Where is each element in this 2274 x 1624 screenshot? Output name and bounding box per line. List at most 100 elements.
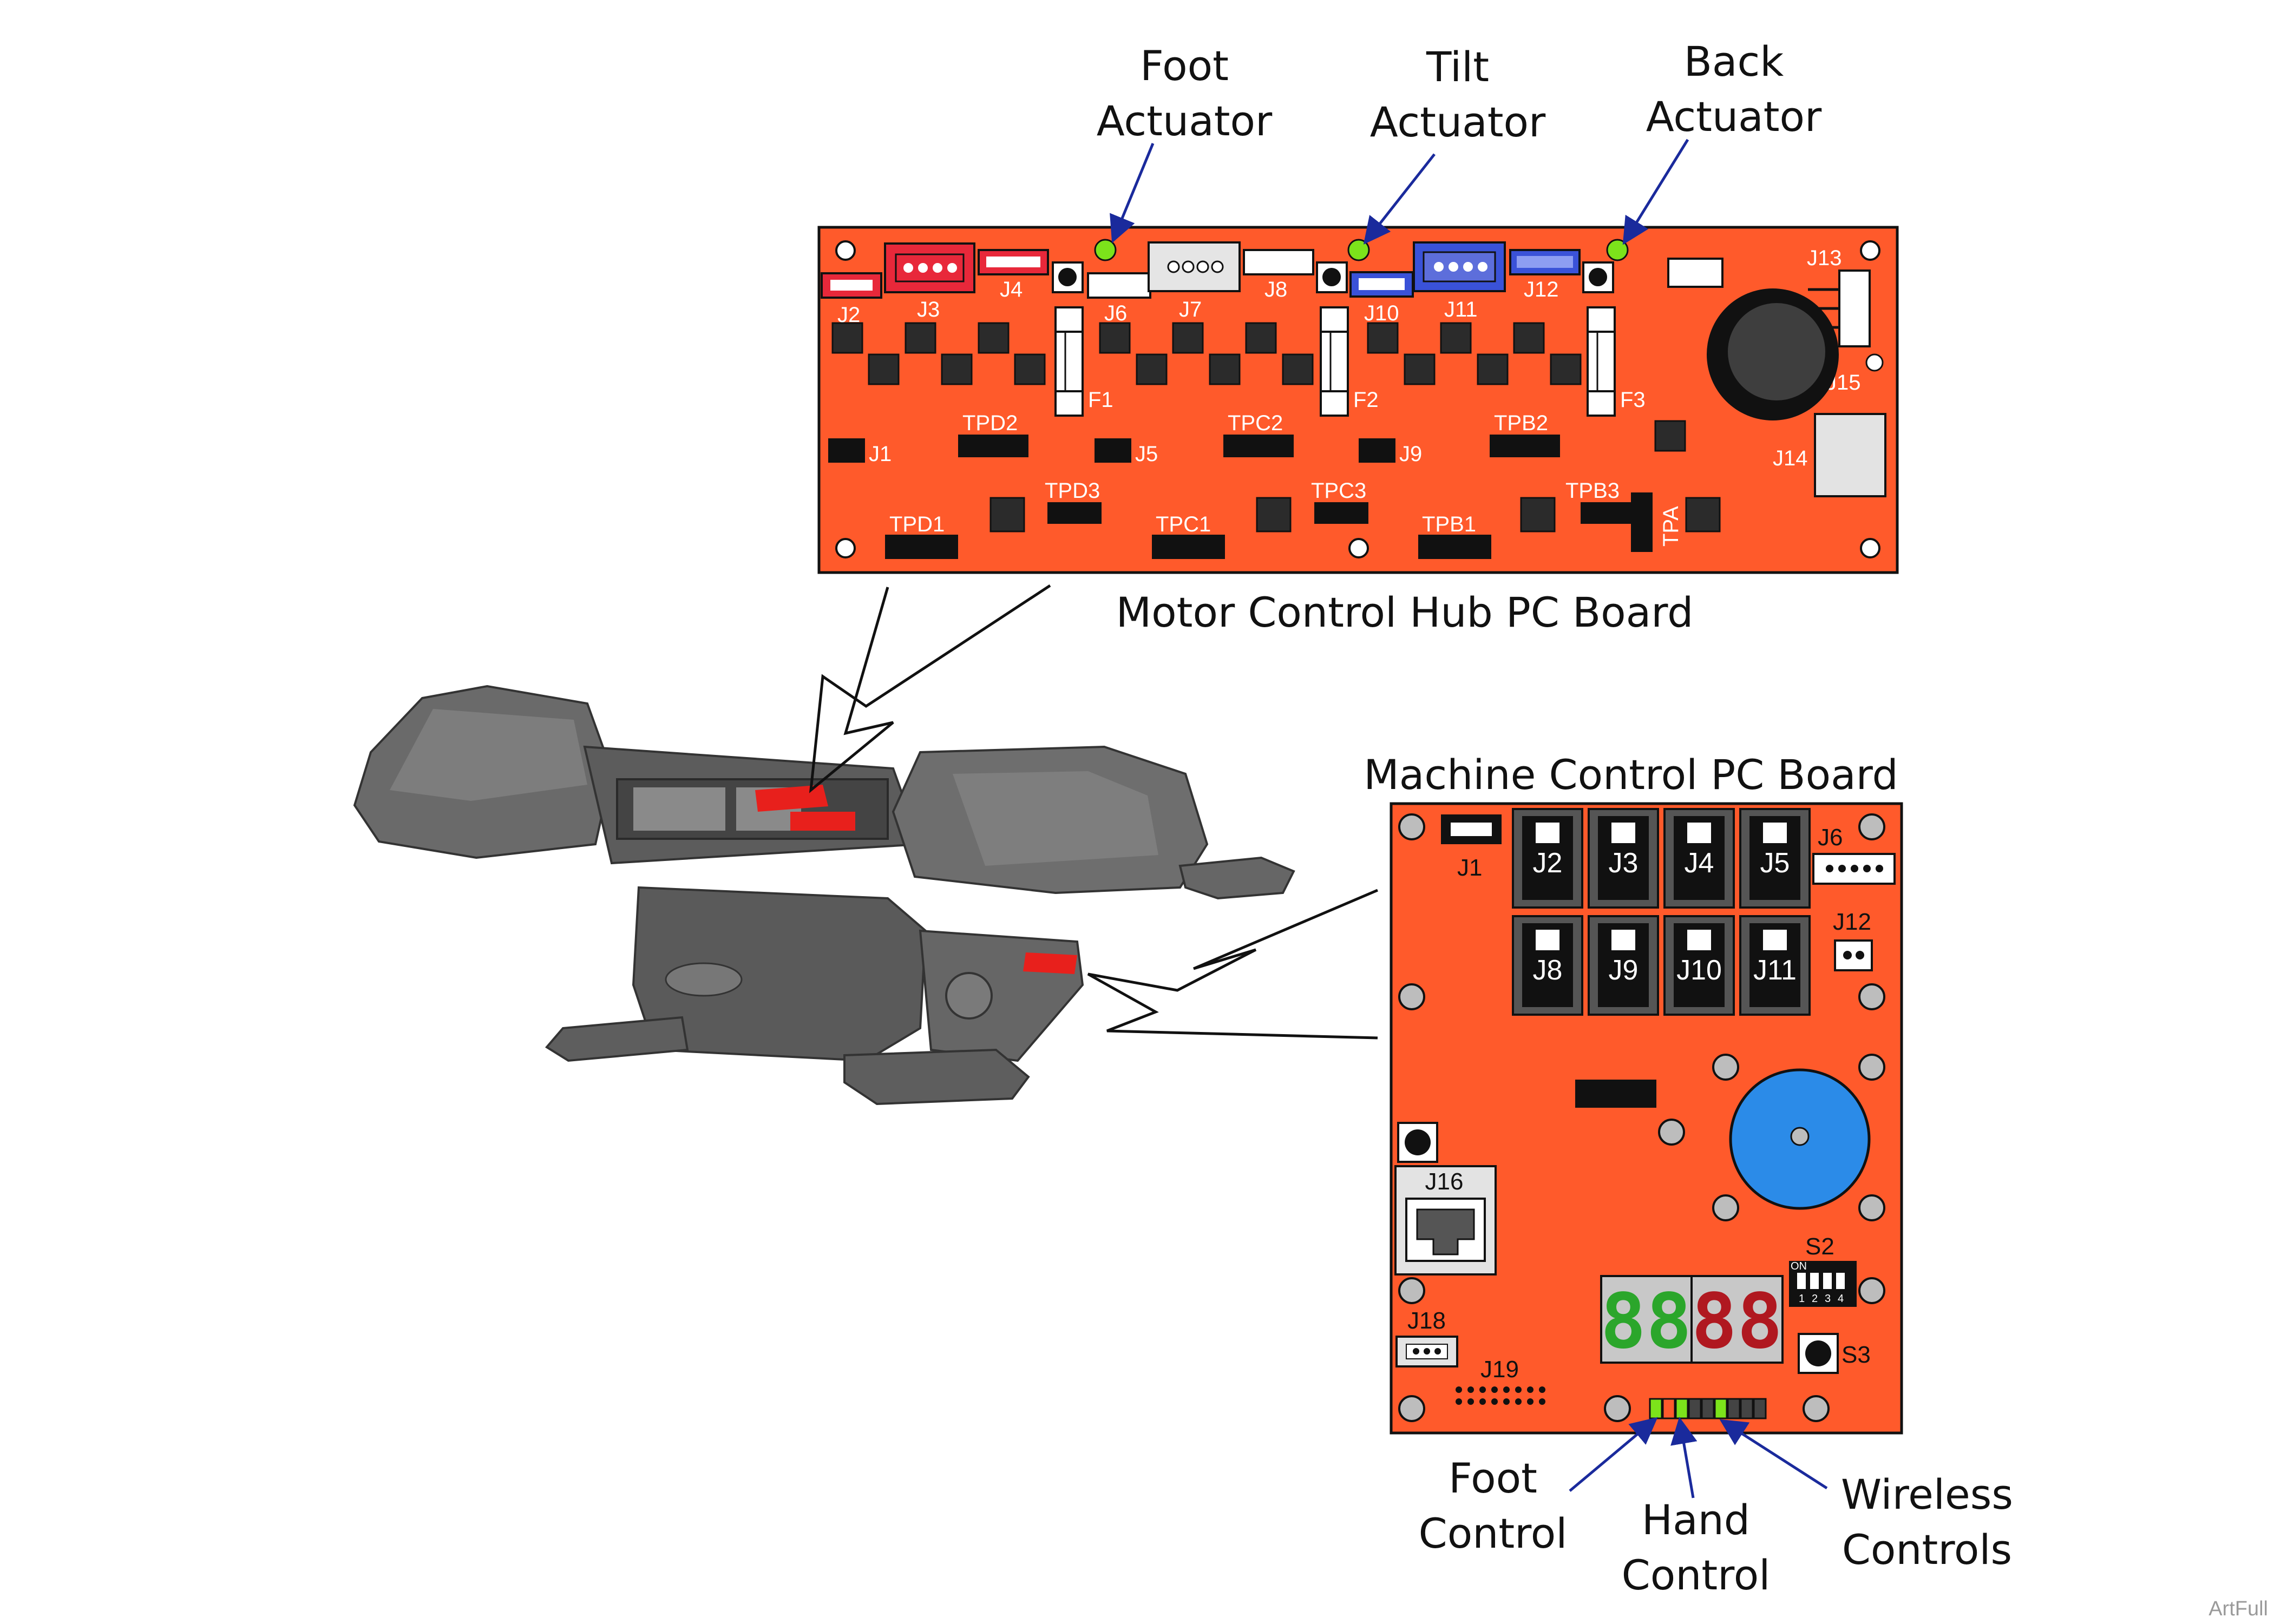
label-j4: J4 (1000, 278, 1023, 301)
callout-wireless-controls-line1: Wireless (1841, 1470, 2013, 1518)
dip-pos-3: 3 (1825, 1293, 1831, 1305)
callout-foot-actuator-line2: Actuator (1097, 97, 1273, 145)
connector-j14: J14 (1773, 413, 1886, 497)
motor-drive-knob (1707, 288, 1839, 420)
label-tpd3: TPD3 (1045, 479, 1100, 503)
machine-board-mounting-holes (1398, 813, 1885, 1422)
label-hdr-j1: J1 (869, 442, 892, 466)
callout-wireless-controls: Wireless Controls (1719, 1419, 2013, 1574)
label-f1: F1 (1088, 388, 1113, 412)
label-f3: F3 (1620, 388, 1646, 412)
machine-board-callouts: Foot Control Hand Control Wireless Contr… (1419, 1417, 2013, 1599)
dip-pos-4: 4 (1838, 1293, 1844, 1305)
fuse-f2: F2 (1320, 306, 1379, 417)
callout-back-actuator: Back Actuator (1622, 37, 1822, 245)
machine-board-title: Machine Control PC Board (1364, 751, 1898, 799)
callout-hand-control-line1: Hand (1642, 1496, 1750, 1544)
connector-j7: J7 (1148, 241, 1241, 321)
connector-mc-j1: J1 (1441, 814, 1502, 881)
label-j13: J13 (1807, 246, 1842, 270)
dip-pos-2: 2 (1812, 1293, 1818, 1305)
label-tpc2: TPC2 (1228, 411, 1283, 435)
mc-header (1575, 1080, 1656, 1108)
label-mc-j11: J11 (1753, 955, 1797, 986)
label-tpc1: TPC1 (1156, 512, 1211, 536)
callout-foot-control: Foot Control (1419, 1417, 1658, 1557)
connector-j8: J8 (1243, 249, 1314, 301)
callout-tilt-actuator: Tilt Actuator (1363, 43, 1546, 245)
label-j14: J14 (1773, 446, 1808, 470)
callout-foot-actuator-line1: Foot (1140, 42, 1229, 90)
label-mc-j18: J18 (1407, 1307, 1446, 1334)
label-mc-j5: J5 (1760, 847, 1790, 879)
label-tpd1: TPD1 (889, 512, 945, 536)
label-j8: J8 (1264, 278, 1287, 301)
connector-j13: J13 (1807, 246, 1871, 347)
label-mc-j2: J2 (1533, 847, 1563, 879)
label-mc-j12: J12 (1833, 909, 1871, 935)
headers (828, 435, 1653, 559)
machine-control-board: J1 J2 J3 J4 (1364, 751, 1903, 1435)
connector-j6: J6 (1087, 272, 1151, 325)
callout-tilt-actuator-line1: Tilt (1426, 43, 1489, 91)
label-mc-s3: S3 (1842, 1342, 1871, 1368)
label-tpd2: TPD2 (962, 411, 1018, 435)
connector-mc-j18: J18 (1395, 1307, 1458, 1367)
rj-jacks: J2 J3 J4 J5 J8 J9 J10 J11 (1512, 808, 1811, 1016)
label-mc-j3: J3 (1609, 847, 1639, 879)
pushbutton-mc-1 (1397, 1122, 1438, 1163)
label-tpa: TPA (1659, 506, 1683, 547)
chair-base-illustration (353, 685, 1295, 1106)
label-mc-j19: J19 (1480, 1356, 1519, 1383)
label-hdr-j9: J9 (1399, 442, 1422, 466)
motor-board-mounting-holes (835, 240, 1880, 558)
label-mc-j6: J6 (1818, 824, 1843, 851)
dip-switch-s2: ON 1 2 3 4 S2 (1789, 1233, 1857, 1307)
connector-j3: J3 (884, 242, 975, 321)
motor-board-callouts: Foot Actuator Tilt Actuator Back Actuato… (1097, 37, 1822, 245)
callout-tilt-actuator-line2: Actuator (1370, 98, 1546, 146)
label-j12: J12 (1524, 278, 1559, 301)
label-mc-j1: J1 (1457, 854, 1482, 881)
seven-segment-display: 88 88 (1600, 1275, 1784, 1366)
label-f2: F2 (1353, 388, 1379, 412)
callout-foot-actuator: Foot Actuator (1097, 42, 1273, 244)
fuse-f3: F3 (1587, 306, 1646, 417)
artist-credit: ArtFull (2209, 1597, 2268, 1620)
connector-j11: J11 (1413, 241, 1506, 321)
connector-mc-j12: J12 (1833, 909, 1873, 971)
header-labels: J1 TPD2 J5 TPC2 J9 TPB2 TPD3 TPC3 TPB3 T… (869, 411, 1683, 547)
white-pad (1667, 258, 1723, 288)
callout-hand-control: Hand Control (1622, 1417, 1771, 1599)
motor-board-title: Motor Control Hub PC Board (1116, 588, 1694, 636)
connector-j12: J12 (1509, 249, 1581, 301)
mosfet-array (831, 322, 1721, 532)
callout-foot-control-line1: Foot (1449, 1454, 1537, 1502)
label-tpc3: TPC3 (1311, 479, 1366, 503)
fuse-f1: F1 (1054, 306, 1113, 417)
label-mc-j4: J4 (1685, 847, 1714, 879)
label-tpb2: TPB2 (1494, 411, 1548, 435)
connector-mc-j19: J19 (1456, 1356, 1545, 1405)
pointer-machine-board (1087, 889, 1378, 1040)
connector-mc-j16: J16 (1394, 1165, 1497, 1275)
connector-mc-j6: J6 (1812, 824, 1896, 885)
display-right-digits: 88 (1692, 1278, 1783, 1366)
led-tilt-actuator (1347, 239, 1370, 261)
led-back-actuator (1606, 239, 1629, 261)
display-left-digits: 88 (1601, 1278, 1692, 1366)
motor-control-hub-board: J2 J3 J4 J6 J7 (817, 226, 1899, 636)
pushbutton-s3: S3 (1798, 1333, 1871, 1374)
dip-switch-on-label: ON (1791, 1260, 1807, 1272)
buzzer (1729, 1068, 1871, 1210)
pushbutton-1 (1052, 261, 1084, 293)
dip-pos-1: 1 (1799, 1293, 1805, 1305)
label-j3: J3 (917, 298, 940, 321)
connector-j4: J4 (978, 249, 1049, 301)
callout-back-actuator-line1: Back (1684, 37, 1784, 86)
callout-hand-control-line2: Control (1622, 1551, 1771, 1599)
label-mc-s2: S2 (1805, 1233, 1834, 1260)
pointer-motor-board (809, 584, 1051, 793)
label-tpb1: TPB1 (1422, 512, 1476, 536)
label-mc-j10: J10 (1676, 955, 1722, 986)
